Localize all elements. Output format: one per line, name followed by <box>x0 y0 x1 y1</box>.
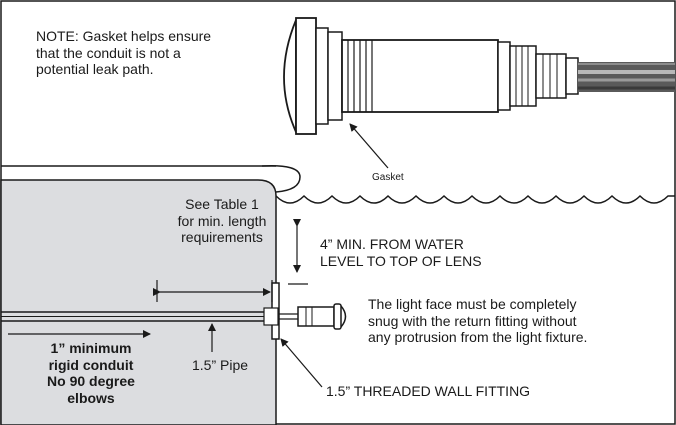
conduit-label: 1” minimum rigid conduit No 90 degree el… <box>22 340 160 406</box>
wall-fitting-inner <box>263 307 279 326</box>
min-water-line: 4” MIN. FROM WATER <box>320 236 464 252</box>
note-line: potential leak path. <box>36 61 154 78</box>
light-face-line: snug with the return fitting without <box>368 312 577 329</box>
pool-wall <box>0 179 277 425</box>
water-surface <box>275 194 675 204</box>
water-curl <box>261 164 301 193</box>
table-reference-label: See Table 1 for min. length requirements <box>158 196 286 246</box>
gasket-note: NOTE: Gasket helps ensure that the condu… <box>36 28 266 78</box>
wall-fitting-leader <box>280 338 323 388</box>
cable <box>578 62 675 92</box>
table-ref-line: See Table 1 <box>185 196 259 212</box>
min-from-water-label: 4” MIN. FROM WATER LEVEL TO TOP OF LENS <box>320 236 482 269</box>
large-light-fixture <box>283 17 579 135</box>
light-face-line: The light face must be completely <box>368 296 577 312</box>
table-ref-line: requirements <box>181 229 263 246</box>
table-ref-line: for min. length <box>177 212 267 229</box>
note-line: that the conduit is not a <box>36 44 181 61</box>
light-face-note: The light face must be completely snug w… <box>368 296 587 346</box>
conduit-line: rigid conduit <box>48 356 134 373</box>
small-light-fixture <box>279 303 347 330</box>
pipe-label: 1.5” Pipe <box>192 357 249 373</box>
conduit-line: No 90 degree elbows <box>47 373 135 406</box>
wall-fitting-label: 1.5” THREADED WALL FITTING <box>326 383 531 399</box>
note-line: NOTE: Gasket helps ensure <box>36 28 212 44</box>
gasket-leader <box>349 123 389 169</box>
gasket-label: Gasket <box>372 172 404 183</box>
min-water-line: LEVEL TO TOP OF LENS <box>320 252 482 269</box>
light-face-line: any protrusion from the light fixture. <box>368 329 588 346</box>
conduit-line: 1” minimum <box>50 340 132 356</box>
